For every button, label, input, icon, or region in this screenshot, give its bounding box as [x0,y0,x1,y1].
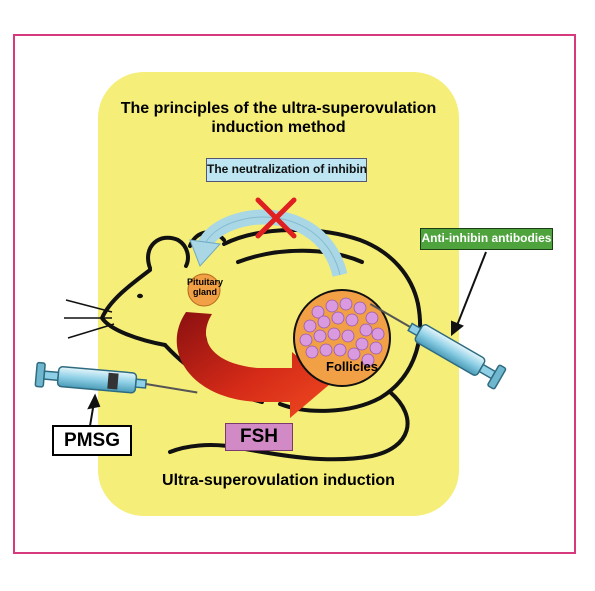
pituitary-label: Pituitary gland [186,277,223,297]
feedback-arrow-head [189,239,222,267]
title-line-2: induction method [211,119,346,136]
whiskers [64,299,115,339]
pointer-arrows [87,251,487,427]
follicle-dots [299,297,385,367]
follicles-label: Follicles [326,359,379,374]
antibody-syringe [369,303,507,390]
pituitary-gland [187,273,221,307]
pmsg-label: PMSG [52,425,132,456]
feedback-arrow-outline [203,216,341,276]
diagram-title: The principles of the ultra-superovulati… [98,99,459,137]
fsh-label: FSH [225,423,293,451]
outer-frame [13,34,576,554]
x-mark [255,197,297,239]
mouse-eye [137,293,143,299]
neutralization-label: The neutralization of inhibin [206,158,367,182]
bottom-caption: Ultra-superovulation induction [162,472,395,489]
pmsg-syringe [34,361,198,394]
fsh-arrow [176,312,330,418]
antibody-label: Anti-inhibin antibodies [420,228,553,250]
title-line-1: The principles of the ultra-superovulati… [120,100,437,117]
